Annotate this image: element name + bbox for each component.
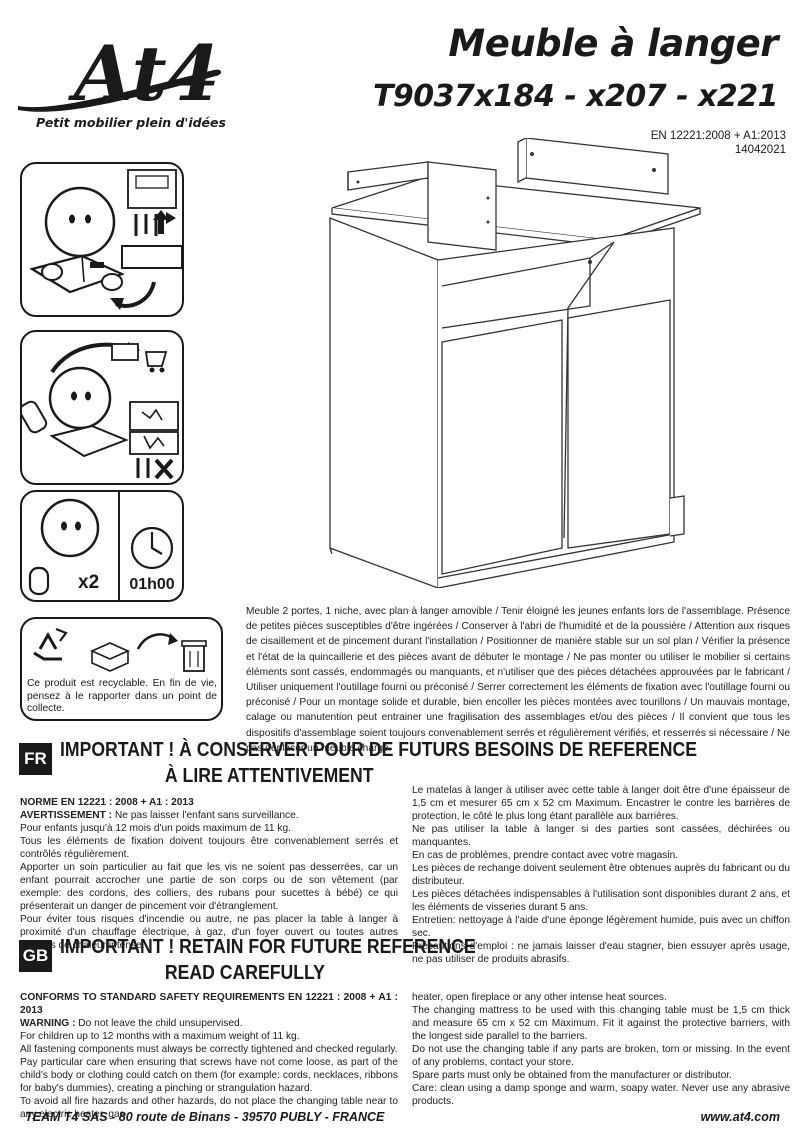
- gb-paragraph: Care: clean using a damp sponge and warm…: [412, 1083, 790, 1107]
- svg-text:At4: At4: [68, 29, 220, 118]
- gb-paragraph: heater, open fireplace or any other inte…: [412, 992, 667, 1003]
- panel-divider: [118, 492, 120, 600]
- panel-read-instructions: [20, 162, 184, 317]
- gb-paragraph: To avoid all fire hazards and other haza…: [20, 1096, 398, 1120]
- two-persons-icon: [28, 498, 100, 596]
- fr-left-column: NORME EN 12221 : 2008 + A1 : 2013 AVERTI…: [20, 796, 398, 952]
- gb-paragraph: The changing mattress to be used with th…: [412, 1005, 790, 1042]
- company-address: TEAM T4 SAS - 80 route de Binans - 39570…: [25, 1110, 385, 1124]
- recycle-icon: [33, 627, 68, 661]
- fr-paragraph: Entretien: nettoyage à l'aide d'une épon…: [412, 915, 790, 939]
- fr-heading-line-2: À LIRE ATTENTIVEMENT: [164, 764, 374, 787]
- fr-paragraph: Les pièces détachées indispensables à l'…: [412, 889, 790, 913]
- gb-paragraph: Pay particular care when ensuring that s…: [20, 1057, 398, 1094]
- gb-heading-line-1: IMPORTANT ! RETAIN FOR FUTURE REFERENCE: [60, 935, 476, 958]
- gb-paragraph: All fastening components must always be …: [20, 1044, 398, 1055]
- page-title: Meuble à langer: [448, 22, 778, 65]
- fr-section-heading: IMPORTANT ! À CONSERVER POUR DE FUTURS B…: [60, 737, 697, 789]
- assembly-duration: 01h00: [129, 576, 175, 593]
- panel-recycle: Ce produit est recyclable. En fin de vie…: [20, 617, 223, 721]
- product-description: Meuble 2 portes, 1 niche, avec plan à la…: [246, 606, 790, 754]
- recycling-illustration: [33, 627, 207, 672]
- fr-paragraph: Apporter un soin particulier au fait que…: [20, 862, 398, 912]
- gb-warning-label: WARNING :: [20, 1018, 76, 1029]
- panel-check-damage: [20, 330, 184, 485]
- gb-left-column: CONFORMS TO STANDARD SAFETY REQUIREMENTS…: [20, 991, 398, 1121]
- fr-paragraph: Précautions d'emploi : ne jamais laisser…: [412, 941, 790, 965]
- gb-norm: CONFORMS TO STANDARD SAFETY REQUIREMENTS…: [20, 992, 398, 1016]
- fr-paragraph: Le matelas à langer à utiliser avec cett…: [412, 785, 790, 822]
- website-link[interactable]: www.at4.com: [700, 1110, 780, 1124]
- fr-paragraph: Tous les éléments de fixation doivent to…: [20, 836, 398, 860]
- product-references: T9037x184 - x207 - x221: [372, 79, 779, 114]
- gb-right-column: heater, open fireplace or any other inte…: [412, 991, 790, 1108]
- changing-table-drawing: [329, 138, 701, 588]
- read-instructions-illustration: [29, 169, 182, 310]
- gb-heading-line-2: READ CAREFULLY: [164, 961, 325, 984]
- fr-paragraph: Pour enfants jusqu'à 12 mois d'un poids …: [20, 823, 291, 834]
- persons-required: x2: [78, 572, 100, 593]
- norm-standard: EN 12221:2008 + A1:2013: [650, 130, 786, 142]
- brand-tagline: Petit mobilier plein d'idées: [36, 115, 226, 130]
- fr-norm: NORME EN 12221 : 2008 + A1 : 2013: [20, 797, 194, 808]
- fr-paragraph: Ne pas utiliser la table à langer si des…: [412, 824, 790, 848]
- gb-language-badge: GB: [19, 940, 52, 972]
- recycle-notice: Ce produit est recyclable. En fin de vie…: [27, 678, 217, 714]
- product-code: 14042021: [734, 144, 786, 156]
- fr-paragraph: Les pièces de rechange doivent seulement…: [412, 863, 790, 887]
- fr-warning-text: Ne pas laisser l'enfant sans surveillanc…: [112, 810, 299, 821]
- gb-warning-text: Do not leave the child unsupervised.: [75, 1018, 243, 1029]
- clock-icon: [130, 526, 174, 570]
- fr-paragraph: En cas de problèmes, prendre contact ave…: [412, 850, 679, 861]
- fr-language-badge: FR: [19, 743, 52, 775]
- brand-logo: At4: [18, 29, 222, 118]
- gb-paragraph: Spare parts must only be obtained from t…: [412, 1070, 732, 1081]
- gb-section-heading: IMPORTANT ! RETAIN FOR FUTURE REFERENCE …: [60, 934, 476, 986]
- fr-paragraph: Pour éviter tous risques d'incendie ou a…: [20, 914, 398, 951]
- fr-heading-line-1: IMPORTANT ! À CONSERVER POUR DE FUTURS B…: [60, 738, 698, 761]
- fr-warning-label: AVERTISSEMENT :: [20, 810, 113, 821]
- gb-paragraph: For children up to 12 months with a maxi…: [20, 1031, 300, 1042]
- damaged-parts-illustration: [22, 342, 179, 480]
- fr-right-column: Le matelas à langer à utiliser avec cett…: [412, 784, 790, 966]
- norm-block: EN 12221:2008 + A1:2013 14042021: [651, 129, 786, 157]
- panel-assembly-info: x2 01h00: [20, 490, 184, 602]
- gb-paragraph: Do not use the changing table if any par…: [412, 1044, 790, 1068]
